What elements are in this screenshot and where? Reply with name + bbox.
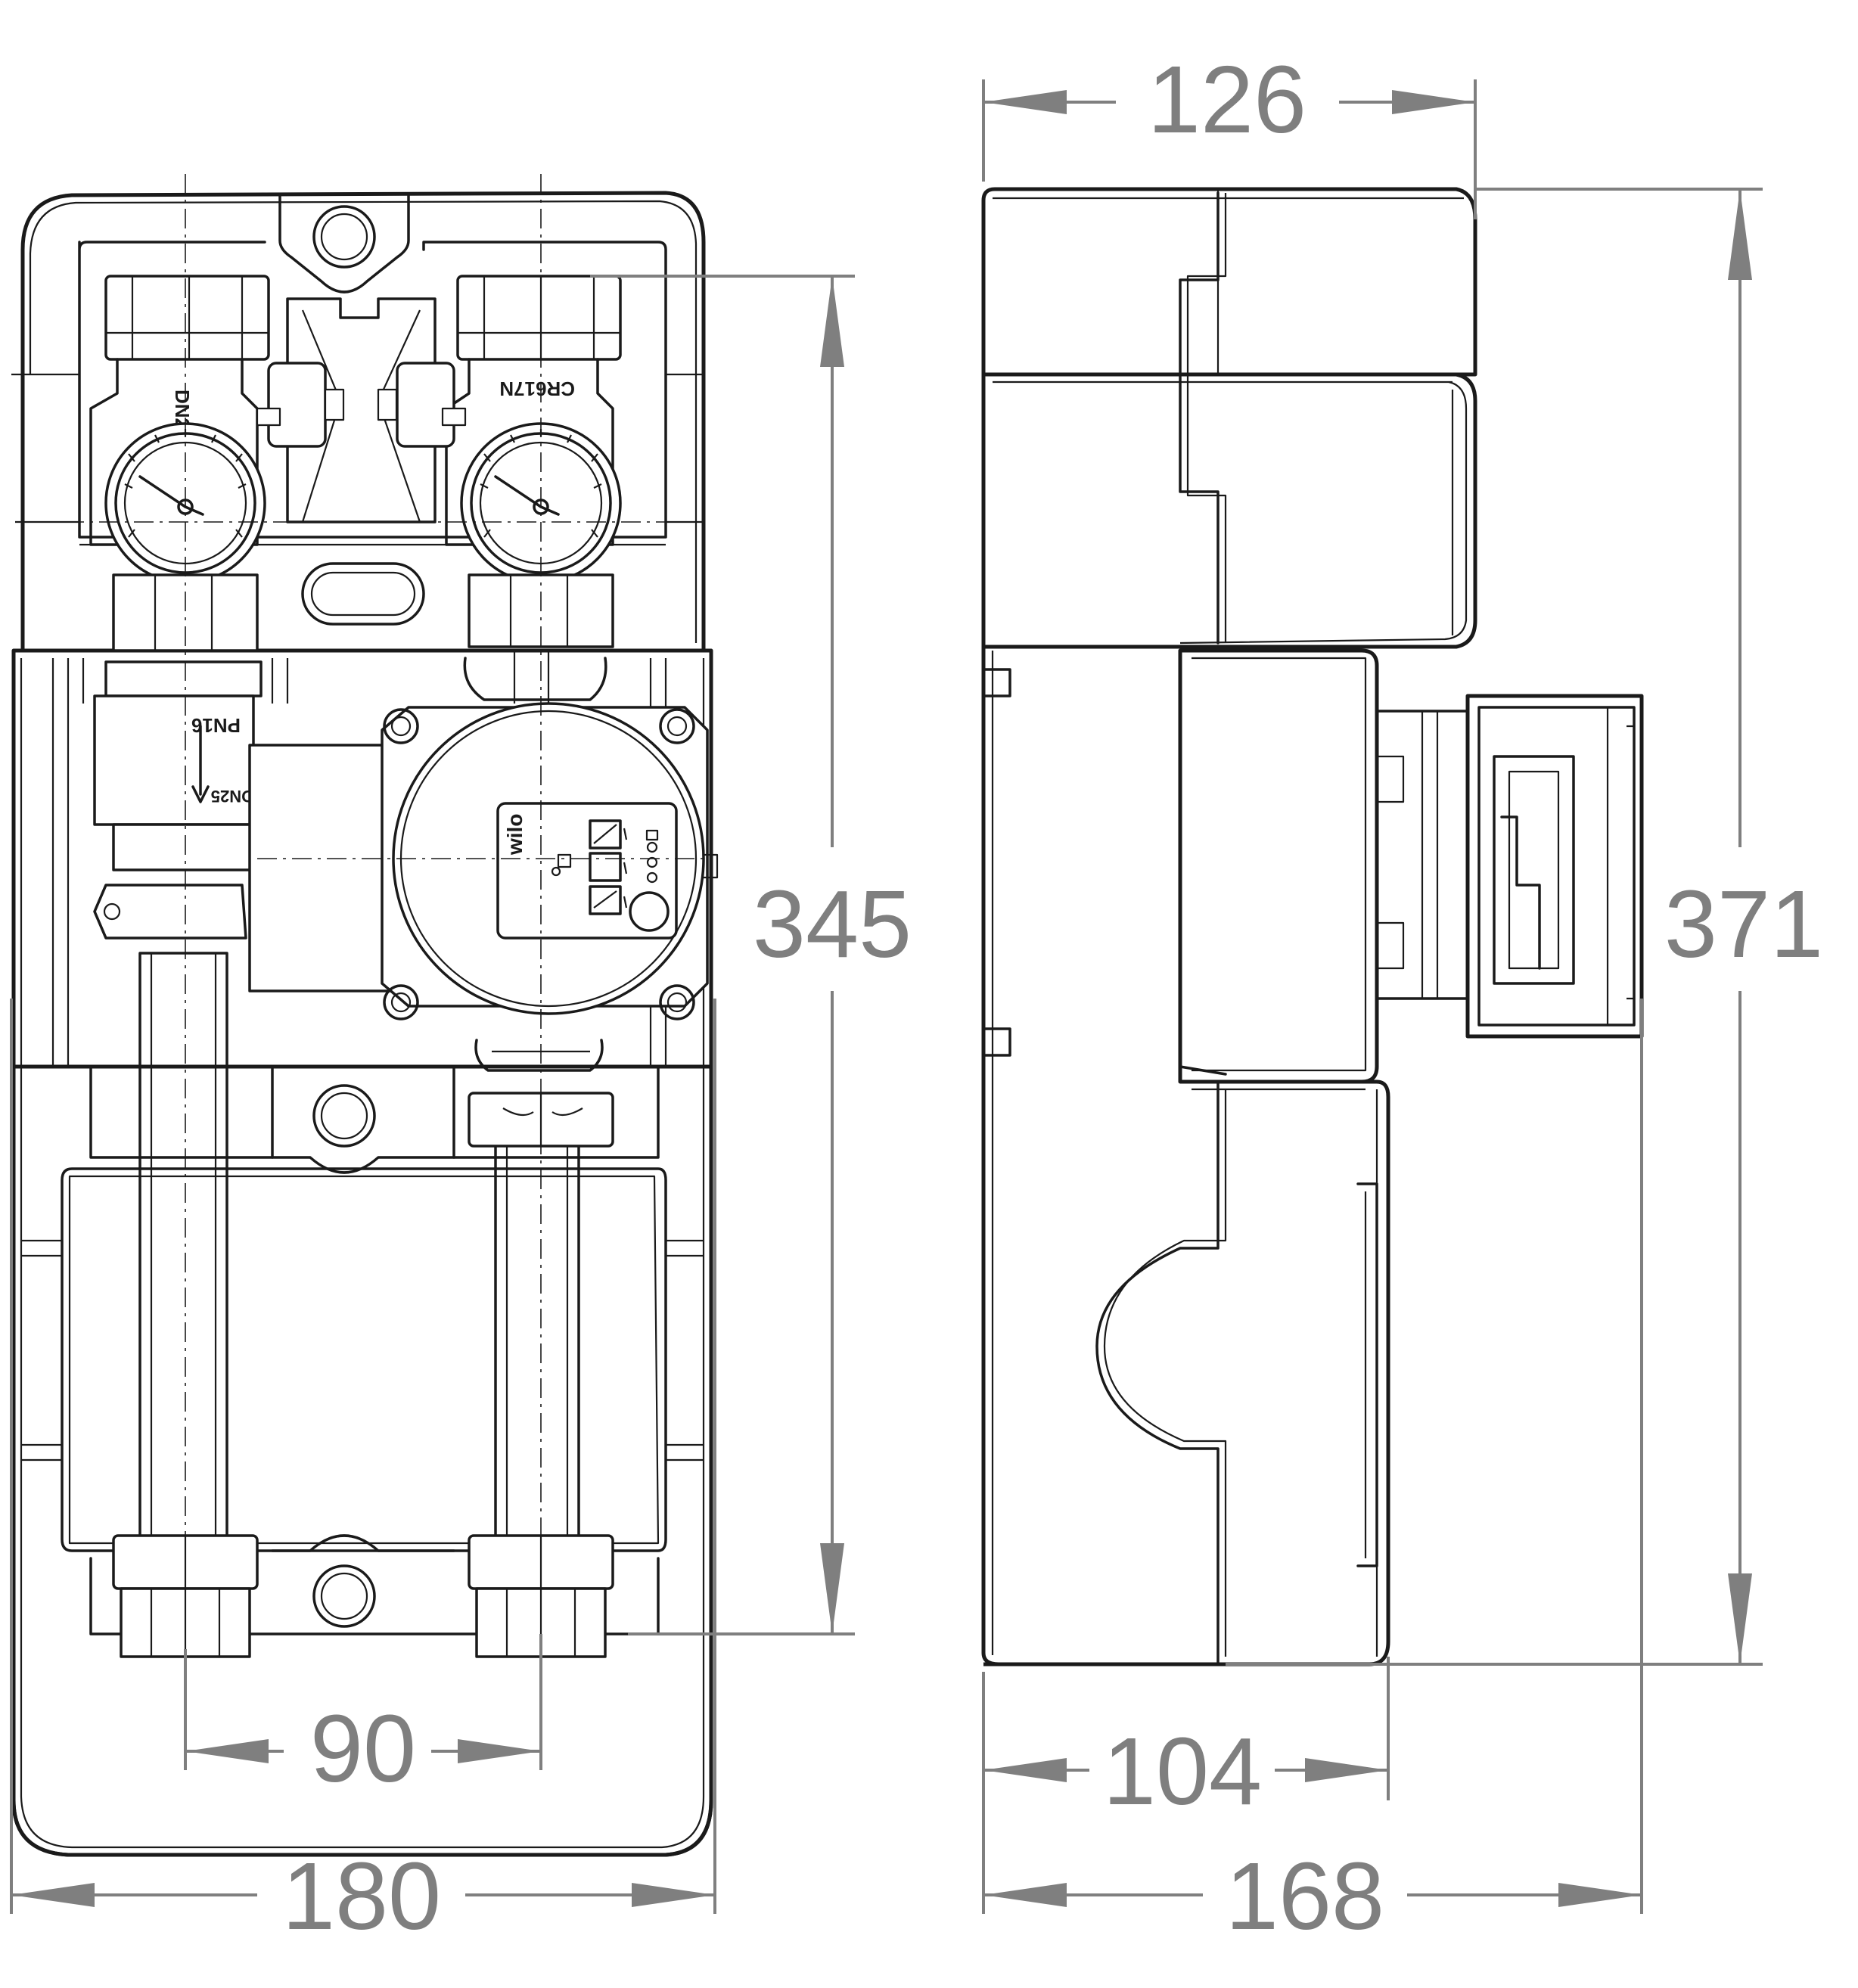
circulation-pump: wilo <box>248 651 719 1072</box>
side-second-box <box>981 372 1477 649</box>
side-view <box>981 187 1644 1667</box>
dimension-345: 345 <box>753 276 912 1634</box>
dimension-168-label: 168 <box>1226 1843 1384 1949</box>
front-upper-shell <box>20 191 706 653</box>
side-pump-housing <box>1178 648 1379 1084</box>
front-lower-window <box>61 1167 667 1552</box>
dimension-126-label: 126 <box>1148 46 1307 153</box>
dimension-180: 180 <box>11 1843 715 1949</box>
side-back-column <box>981 647 1226 1667</box>
front-view: DN25 CR617N <box>11 174 719 1857</box>
dn-small-label: DN25 <box>211 787 253 806</box>
dimension-345-label: 345 <box>753 871 912 977</box>
right-check-valve <box>377 362 467 448</box>
side-pump-head <box>1465 694 1644 1039</box>
dimension-371: 371 <box>1664 189 1823 1664</box>
dimension-104-label: 104 <box>1103 1718 1262 1825</box>
pump-brand-label: wilo <box>503 814 527 856</box>
dimension-90-label: 90 <box>310 1695 416 1802</box>
right-valve-label: CR617N <box>499 377 575 400</box>
front-top-nut-right <box>456 275 622 361</box>
side-upper-box <box>981 187 1477 377</box>
front-top-nut-left <box>104 275 270 361</box>
front-lower-shell <box>11 1064 713 1857</box>
dimension-104: 104 <box>983 1718 1388 1825</box>
pn-label: PN16 <box>191 714 241 737</box>
left-check-valve <box>256 362 345 448</box>
dimension-180-label: 180 <box>282 1843 441 1949</box>
dimension-126: 126 <box>983 46 1475 153</box>
dimension-90: 90 <box>185 1695 541 1802</box>
dimension-lines: 126 345 371 90 180 1 <box>10 46 1823 1949</box>
side-lower-box <box>983 1079 1390 1667</box>
dimension-371-label: 371 <box>1664 871 1823 977</box>
dimension-168: 168 <box>983 1843 1642 1949</box>
